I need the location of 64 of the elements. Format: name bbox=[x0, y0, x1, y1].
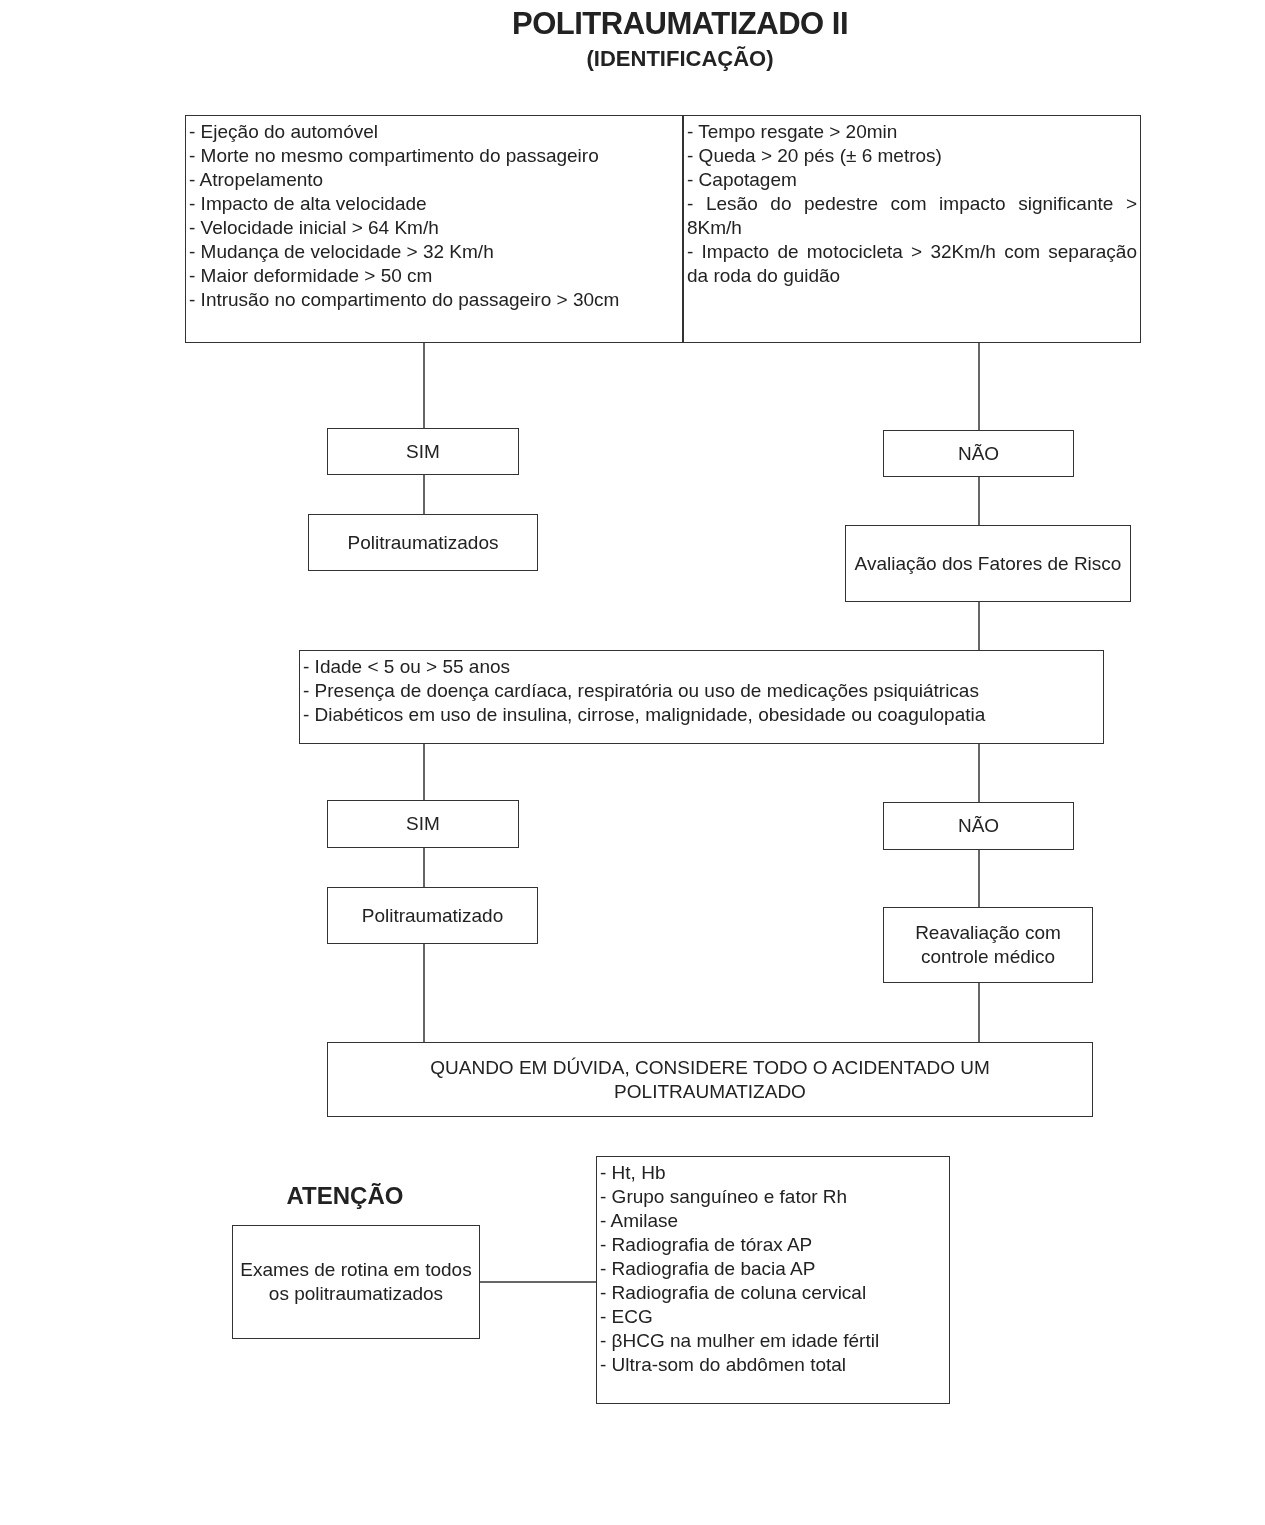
list-item: - Intrusão no compartimento do passageiro > 30cm bbox=[189, 288, 621, 312]
process-box bbox=[883, 430, 1074, 477]
list-item: - Ultra-som do abdômen total bbox=[600, 1353, 848, 1377]
list-item: - Atropelamento bbox=[189, 168, 325, 192]
process-box bbox=[883, 802, 1074, 850]
list-item: - Tempo resgate > 20min bbox=[687, 120, 899, 144]
list-item: - Velocidade inicial > 64 Km/h bbox=[189, 216, 440, 240]
box-text: Avaliação dos Fatores de Risco bbox=[854, 551, 1122, 576]
list-box bbox=[596, 1156, 950, 1404]
process-box bbox=[845, 525, 1131, 602]
list-item: - Presença de doença cardíaca, respiratória ou uso de medicações psiquiátricas bbox=[303, 679, 980, 703]
connector-line bbox=[423, 474, 425, 515]
list-item: - Capotagem bbox=[687, 168, 798, 192]
list-item: - Radiografia de bacia AP bbox=[600, 1257, 817, 1281]
connector-line bbox=[978, 982, 980, 1043]
box-text: NÃO bbox=[957, 814, 1000, 838]
list-item: - Ht, Hb bbox=[600, 1161, 667, 1185]
list-item: - Lesão do pedestre com impacto significante > 8Km/h bbox=[687, 192, 1137, 240]
process-box bbox=[327, 428, 519, 475]
process-box bbox=[883, 907, 1093, 983]
list-item: - Morte no mesmo compartimento do passageiro bbox=[189, 144, 600, 168]
connector-line bbox=[978, 743, 980, 803]
box-text: Reavaliação com controle médico bbox=[914, 921, 1062, 969]
connector-line bbox=[978, 849, 980, 908]
list-item: - Queda > 20 pés (± 6 metros) bbox=[687, 144, 943, 168]
list-box bbox=[683, 115, 1141, 343]
process-box bbox=[327, 1042, 1093, 1117]
box-text: SIM bbox=[406, 812, 440, 836]
box-text: Politraumatizados bbox=[347, 530, 499, 555]
subtitle: (IDENTIFICAÇÃO) bbox=[585, 46, 775, 72]
list-item: - Mudança de velocidade > 32 Km/h bbox=[189, 240, 495, 264]
process-box bbox=[308, 514, 538, 571]
connector-line bbox=[978, 601, 980, 651]
connector-line bbox=[423, 342, 425, 429]
list-item: - Idade < 5 ou > 55 anos bbox=[303, 655, 512, 679]
connector-line bbox=[978, 342, 980, 431]
connector-line bbox=[423, 847, 425, 888]
list-item: - Maior deformidade > 50 cm bbox=[189, 264, 434, 288]
list-item: - Ejeção do automóvel bbox=[189, 120, 380, 144]
list-item: - Radiografia de coluna cervical bbox=[600, 1281, 868, 1305]
process-box bbox=[232, 1225, 480, 1339]
list-item: - Impacto de motocicleta > 32Km/h com separação da roda do guidão bbox=[687, 240, 1137, 288]
list-item: - ECG bbox=[600, 1305, 654, 1329]
connector-line bbox=[423, 943, 425, 1043]
box-text: SIM bbox=[406, 439, 440, 464]
list-item: - Amilase bbox=[600, 1209, 680, 1233]
connector-line bbox=[423, 743, 425, 801]
connector-line bbox=[978, 476, 980, 526]
list-item: - Diabéticos em uso de insulina, cirrose, malignidade, obesidade ou coagulopatia bbox=[303, 703, 987, 727]
box-text: QUANDO EM DÚVIDA, CONSIDERE TODO O ACIDENTADO UM POLITRAUMATIZADO bbox=[429, 1055, 991, 1104]
box-text: NÃO bbox=[957, 441, 1000, 466]
process-box bbox=[327, 887, 538, 944]
box-text: Exames de rotina em todos os politraumatizados bbox=[239, 1258, 473, 1306]
list-item: - βHCG na mulher em idade fértil bbox=[600, 1329, 881, 1353]
list-item: - Impacto de alta velocidade bbox=[189, 192, 428, 216]
box-text: Politraumatizado bbox=[361, 903, 504, 928]
list-box bbox=[185, 115, 683, 343]
section-heading: ATENÇÃO bbox=[285, 1182, 405, 1210]
connector-line bbox=[479, 1281, 597, 1283]
process-box bbox=[327, 800, 519, 848]
list-item: - Grupo sanguíneo e fator Rh bbox=[600, 1185, 849, 1209]
title: POLITRAUMATIZADO II bbox=[510, 6, 850, 42]
list-box bbox=[299, 650, 1104, 744]
list-item: - Radiografia de tórax AP bbox=[600, 1233, 814, 1257]
